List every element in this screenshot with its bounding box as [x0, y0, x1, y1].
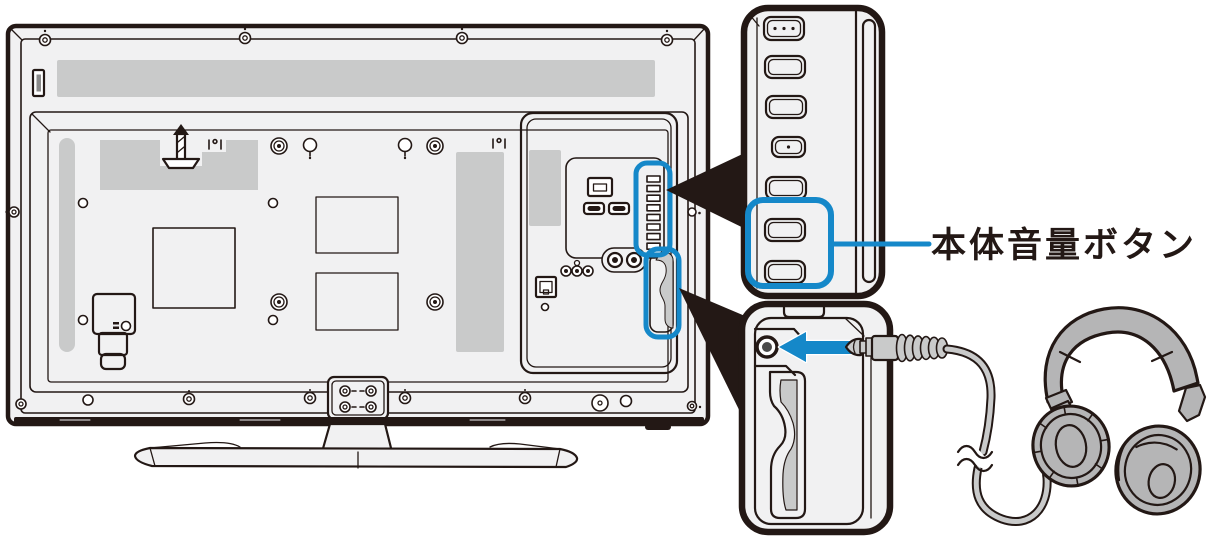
- wall-mount-screws: [38, 27, 674, 47]
- left-ear-cup: [1031, 404, 1111, 488]
- right-ear-cup: [1114, 424, 1202, 516]
- vent-grille: [57, 60, 655, 97]
- rear-buttons-highlight: [633, 160, 673, 258]
- side-button-2: [763, 54, 807, 80]
- side-slot: [861, 18, 877, 284]
- headphone-area-highlight: [643, 246, 682, 340]
- headphones: [1031, 306, 1207, 516]
- connector-panel: [519, 111, 682, 375]
- tv-rear-view: [5, 23, 711, 469]
- service-jack: [540, 302, 550, 312]
- headphone-jack-panel: [738, 300, 894, 536]
- port-marker-icon: [208, 138, 222, 150]
- headband: [1043, 306, 1200, 404]
- port-marker-icon: [492, 137, 506, 149]
- cable-groove: [768, 370, 807, 520]
- audio-plug: [844, 333, 949, 363]
- side-button-panel: [740, 4, 886, 300]
- lan-port: [534, 275, 558, 299]
- headphone-jack: [755, 335, 779, 359]
- panel-label: [529, 150, 561, 226]
- cable-break-mark: [951, 444, 1003, 473]
- back-plate-details: [59, 124, 506, 371]
- usb-port: [586, 176, 614, 198]
- callout-label: 本体音量ボタン: [931, 225, 1197, 265]
- volume-up-button: [763, 217, 807, 243]
- ear-pad: [1054, 424, 1088, 468]
- rca-jacks: [601, 247, 647, 273]
- tv-stand: [133, 422, 579, 469]
- screw-boss: [270, 137, 444, 311]
- side-button-power: [762, 15, 806, 42]
- stand-mount-plate: [326, 375, 390, 421]
- hanging-hole-icon: [302, 137, 413, 160]
- label-area: [100, 140, 258, 190]
- edge-screws: [5, 206, 702, 412]
- power-inlet: [91, 292, 137, 371]
- hdmi-ports: [582, 201, 631, 216]
- side-button-3: [764, 94, 808, 120]
- cable-holder-icon: [161, 124, 201, 170]
- top-left-port: [31, 68, 46, 98]
- mini-jacks: [560, 259, 594, 277]
- bottom-strip: [14, 375, 704, 430]
- side-button-4: [770, 135, 807, 159]
